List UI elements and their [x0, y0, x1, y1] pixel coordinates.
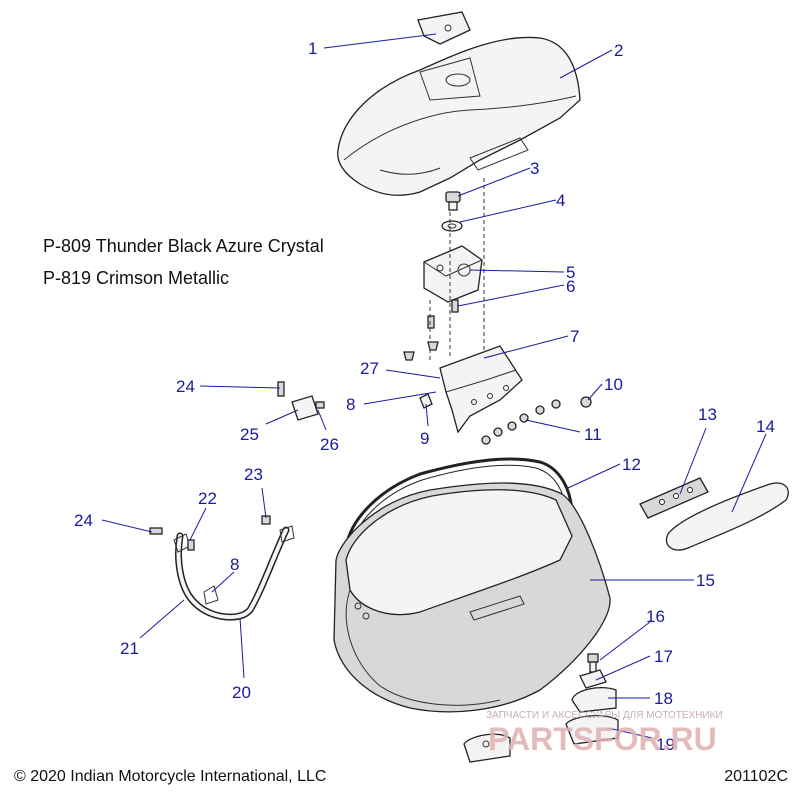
callout-26: 26 — [320, 435, 339, 454]
callout-15: 15 — [696, 571, 715, 590]
callout-12: 12 — [622, 455, 641, 474]
callout-numbers: 1 2 3 4 5 6 7 8 9 10 11 12 13 14 15 16 1… — [74, 39, 775, 754]
figure-code: 201102C — [724, 768, 788, 785]
callout-8-rail: 8 — [230, 555, 239, 574]
callout-2: 2 — [614, 41, 623, 60]
callout-6: 6 — [566, 277, 575, 296]
part-washer — [441, 220, 463, 232]
paint-code-2: P-819 Crimson Metallic — [43, 268, 230, 288]
callout-18: 18 — [654, 689, 673, 708]
part-latch-assembly — [423, 245, 483, 303]
callout-4: 4 — [556, 191, 565, 210]
part-screw — [445, 191, 461, 211]
callout-22: 22 — [198, 489, 217, 508]
callout-19: 19 — [656, 735, 675, 754]
part-plate — [579, 669, 607, 689]
part-fasteners — [403, 341, 592, 445]
callout-3: 3 — [530, 159, 539, 178]
part-latch-cover — [417, 11, 471, 45]
watermark-logo: PARTSFOR.RU — [488, 721, 717, 757]
watermark: ЗАПЧАСТИ И АКСЕССУАРЫ ДЛЯ МОТОТЕХНИКИ PA… — [486, 710, 723, 757]
callout-1: 1 — [308, 39, 317, 58]
callout-9: 9 — [420, 429, 429, 448]
callout-24-lower: 24 — [74, 511, 93, 530]
callout-13: 13 — [698, 405, 717, 424]
paint-code-1: P-809 Thunder Black Azure Crystal — [43, 236, 324, 256]
part-bolt — [587, 653, 599, 673]
callout-14: 14 — [756, 417, 775, 436]
callout-8-bracket: 8 — [346, 395, 355, 414]
callout-5: 5 — [566, 263, 575, 282]
part-clamp-upper — [571, 686, 617, 713]
part-saddlebag-lid — [337, 36, 581, 196]
part-support-rail — [173, 525, 295, 621]
callout-23: 23 — [244, 465, 263, 484]
part-hinge-cover — [665, 482, 789, 551]
part-latch-screw — [451, 299, 459, 313]
part-latch-screw-2 — [427, 315, 435, 329]
part-saddlebag-body — [333, 482, 611, 713]
callout-25: 25 — [240, 425, 259, 444]
callout-21: 21 — [120, 639, 139, 658]
leader-lines — [101, 33, 767, 739]
callout-16: 16 — [646, 607, 665, 626]
callout-17: 17 — [654, 647, 673, 666]
callout-20: 20 — [232, 683, 251, 702]
part-hinge-plate — [639, 477, 709, 519]
callout-24-upper: 24 — [176, 377, 195, 396]
part-hinge-bracket — [439, 345, 523, 434]
callout-11: 11 — [584, 425, 602, 444]
callout-27: 27 — [360, 359, 379, 378]
part-clamp-lower — [463, 714, 619, 763]
callout-7: 7 — [570, 327, 579, 346]
part-small-hardware — [149, 381, 325, 551]
watermark-caption: ЗАПЧАСТИ И АКСЕССУАРЫ ДЛЯ МОТОТЕХНИКИ — [486, 710, 723, 721]
callout-10: 10 — [604, 375, 623, 394]
copyright-text: © 2020 Indian Motorcycle International, … — [14, 768, 327, 785]
